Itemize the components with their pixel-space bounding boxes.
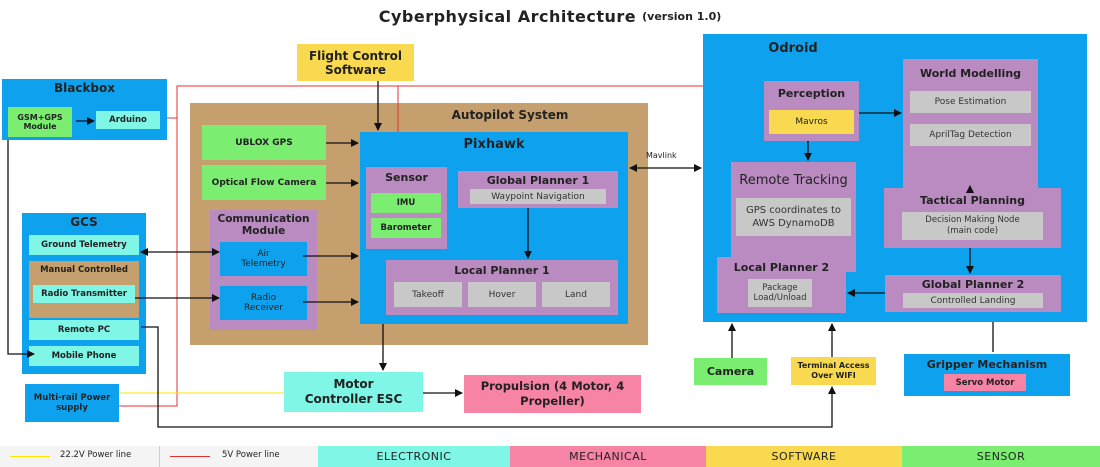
legend-5v-label: 5V Power line [222, 450, 280, 460]
gcs-title: GCS [70, 215, 98, 229]
legend: 22.2V Power line 5V Power line ELECTRONI… [0, 446, 1100, 467]
legend-sensor: SENSOR [902, 446, 1100, 467]
global-planner-2: Global Planner 2 Controlled Landing [885, 275, 1061, 312]
pixhawk: Pixhawk Sensor IMU Barometer Global Plan… [360, 132, 628, 324]
radio-receiver: Radio Receiver [220, 286, 307, 320]
terminal-access-over-wifi: Terminal Access Over WIFI [791, 357, 876, 385]
land: Land [542, 282, 610, 307]
gps-to-dynamodb: GPS coordinates to AWS DynamoDB [736, 198, 851, 236]
ground-telemetry: Ground Telemetry [29, 235, 139, 255]
optical-flow-camera: Optical Flow Camera [202, 165, 326, 200]
package-load-unload: Package Load/Unload [748, 279, 812, 307]
remote-tracking-title: Remote Tracking [739, 172, 848, 188]
communication-module-title: Communication Module [217, 213, 310, 237]
mavros: Mavros [769, 110, 854, 134]
blackbox-title: Blackbox [53, 81, 116, 95]
local-planner-2: Local Planner 2 Package Load/Unload [717, 257, 846, 313]
power-line-5v [119, 85, 703, 407]
legend-mechanical: MECHANICAL [510, 446, 706, 467]
legend-22v-swatch [10, 456, 50, 457]
propulsion: Propulsion (4 Motor, 4 Propeller) [464, 375, 641, 413]
gripper-mechanism: Gripper Mechanism Servo Motor [904, 354, 1070, 396]
radio-transmitter: Radio Transmitter [33, 285, 135, 303]
mavlink-label: Mavlink [646, 151, 677, 160]
odroid-title: Odroid [768, 40, 818, 56]
blackbox: Blackbox GSM+GPS Module Arduino [2, 79, 167, 140]
hover: Hover [468, 282, 536, 307]
legend-5v: 5V Power line [160, 446, 318, 467]
world-modelling: World Modelling Pose Estimation AprilTag… [903, 59, 1038, 191]
pose-estimation: Pose Estimation [910, 91, 1031, 113]
manual-controlled-label: Manual Controlled [40, 265, 128, 275]
gsm-gps-module: GSM+GPS Module [8, 107, 72, 137]
world-modelling-title: World Modelling [919, 66, 1022, 80]
apriltag-detection: AprilTag Detection [910, 124, 1031, 146]
camera: Camera [694, 358, 767, 385]
local-planner-1-title: Local Planner 1 [454, 263, 550, 277]
waypoint-navigation: Waypoint Navigation [470, 189, 606, 204]
legend-software: SOFTWARE [706, 446, 902, 467]
gcs: GCS Ground Telemetry Manual Controlled R… [22, 213, 146, 374]
tactical-planning-title: Tactical Planning [920, 193, 1025, 207]
legend-22v: 22.2V Power line [0, 446, 160, 467]
imu: IMU [371, 193, 441, 213]
gripper-title: Gripper Mechanism [926, 357, 1048, 371]
mobile-phone: Mobile Phone [29, 346, 139, 366]
remote-tracking: Remote Tracking GPS coordinates to AWS D… [731, 162, 856, 272]
tactical-planning: Tactical Planning Decision Making Node (… [884, 188, 1061, 248]
diagram-title: Cyberphysical Architecture (version 1.0) [300, 4, 800, 28]
global-planner-1: Global Planner 1 Waypoint Navigation [458, 171, 618, 208]
takeoff: Takeoff [394, 282, 462, 307]
version-text: (version 1.0) [642, 9, 722, 23]
perception-title: Perception [777, 86, 846, 100]
communication-module: Communication Module Air Telemetry Radio… [210, 210, 317, 330]
remote-pc: Remote PC [29, 320, 139, 340]
air-telemetry: Air Telemetry [220, 242, 307, 276]
manual-controlled-panel: Manual Controlled Radio Transmitter [29, 261, 139, 318]
autopilot-title: Autopilot System [451, 108, 569, 122]
signal-arrows [7, 81, 994, 428]
decision-making-node: Decision Making Node (main code) [902, 212, 1043, 240]
legend-5v-swatch [170, 456, 210, 457]
title-text: Cyberphysical Architecture [378, 6, 637, 26]
sensor-title: Sensor [385, 170, 428, 184]
sensor-group: Sensor IMU Barometer [366, 167, 447, 249]
motor-controller-esc: Motor Controller ESC [284, 372, 423, 412]
local-planner-2-title: Local Planner 2 [733, 260, 830, 274]
multi-rail-power-supply: Multi-rail Power supply [25, 384, 119, 422]
odroid: Odroid Perception Mavros World Modelling… [703, 34, 1087, 322]
local-planner-1: Local Planner 1 Takeoff Hover Land [386, 260, 618, 315]
servo-motor: Servo Motor [944, 374, 1026, 391]
flight-control-software: Flight Control Software [297, 44, 414, 81]
global-planner-1-title: Global Planner 1 [486, 173, 590, 187]
legend-22v-label: 22.2V Power line [60, 450, 132, 460]
controlled-landing: Controlled Landing [903, 293, 1043, 308]
legend-electronic: ELECTRONIC [318, 446, 510, 467]
global-planner-2-title: Global Planner 2 [921, 277, 1025, 291]
arduino: Arduino [96, 111, 160, 129]
perception: Perception Mavros [764, 81, 859, 141]
barometer: Barometer [371, 218, 441, 238]
pixhawk-title: Pixhawk [463, 136, 525, 152]
ublox-gps: UBLOX GPS [202, 125, 326, 160]
